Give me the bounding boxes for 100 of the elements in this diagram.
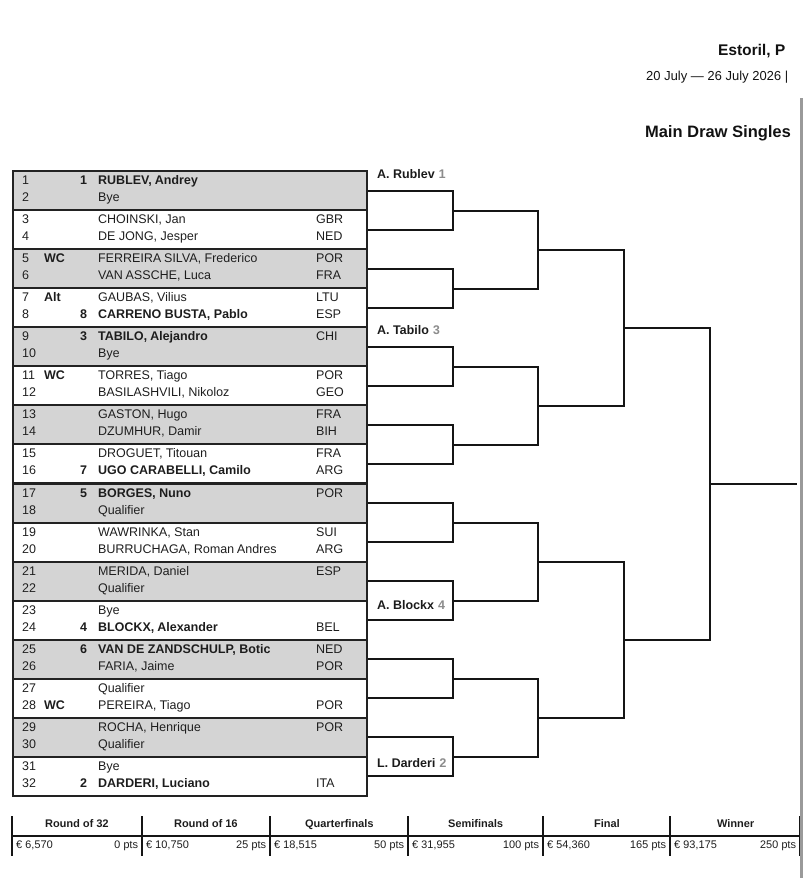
player-name: Qualifier — [98, 581, 145, 596]
player-name: VAN DE ZANDSCHULP, Botic — [98, 642, 270, 657]
draw-position: 23 — [22, 603, 36, 618]
draw-position: 20 — [22, 542, 36, 557]
draw-position: 14 — [22, 424, 36, 439]
country-code: POR — [316, 251, 344, 266]
player-name: BURRUCHAGA, Roman Andres — [98, 542, 277, 557]
country-code: FRA — [316, 268, 341, 283]
draw-position: 17 — [22, 486, 36, 501]
draw-position: 22 — [22, 581, 36, 596]
draw-position: 16 — [22, 463, 36, 478]
country-code: ESP — [316, 564, 342, 579]
player-name: Bye — [98, 603, 120, 618]
seed-number: 7 — [80, 463, 87, 478]
draw-position: 13 — [22, 407, 36, 422]
country-code: ESP — [316, 307, 342, 322]
player-name: CARRENO BUSTA, Pablo — [98, 307, 248, 322]
draw-position: 7 — [22, 290, 29, 305]
prize-money: € 54,360 — [547, 839, 590, 852]
player-name: WAWRINKA, Stan — [98, 525, 200, 540]
country-code: ARG — [316, 542, 344, 557]
draw-position: 27 — [22, 681, 36, 696]
player-name: TABILO, Alejandro — [98, 329, 208, 344]
player-name: BORGES, Nuno — [98, 486, 192, 501]
player-name: VAN ASSCHE, Luca — [98, 268, 212, 283]
draw-position: 32 — [22, 776, 36, 791]
player-name: Bye — [98, 190, 120, 205]
player-name: UGO CARABELLI, Camilo — [98, 463, 251, 478]
draw-position: 3 — [22, 212, 29, 227]
player-name: Bye — [98, 759, 120, 774]
player-name: DZUMHUR, Damir — [98, 424, 202, 439]
player-name: GASTON, Hugo — [98, 407, 188, 422]
country-code: NED — [316, 642, 342, 657]
country-code: GBR — [316, 212, 344, 227]
country-code: FRA — [316, 407, 341, 422]
match-band — [12, 248, 368, 289]
seed-number: 2 — [80, 776, 87, 791]
ranking-points: 50 pts — [374, 839, 404, 852]
country-code: POR — [316, 486, 344, 501]
seed-number: 3 — [432, 323, 440, 338]
prize-money: € 93,175 — [674, 839, 717, 852]
match-band — [12, 404, 368, 445]
draw-position: 24 — [22, 620, 36, 635]
ranking-points: 250 pts — [760, 839, 796, 852]
draw-position: 11 — [22, 368, 35, 383]
match-band — [12, 443, 368, 484]
draw-position: 15 — [22, 446, 36, 461]
column-header: Quarterfinals — [305, 818, 374, 831]
prize-money: € 6,570 — [16, 839, 53, 852]
draw-position: 28 — [22, 698, 36, 713]
draw-position: 31 — [22, 759, 36, 774]
draw-position: 29 — [22, 720, 36, 735]
match-band — [12, 717, 368, 758]
winner-name: A. Tabilo — [377, 323, 429, 338]
player-name: ROCHA, Henrique — [98, 720, 201, 735]
seed-number: 3 — [80, 329, 87, 344]
draw-position: 25 — [22, 642, 36, 657]
seed-number: 2 — [439, 756, 446, 771]
ranking-points: 100 pts — [502, 839, 539, 852]
player-name: Qualifier — [98, 681, 145, 696]
draw-title: Main Draw Singles — [645, 122, 791, 142]
seed-number: 6 — [80, 642, 87, 657]
match-band — [12, 170, 368, 211]
prize-money: € 31,955 — [412, 839, 455, 852]
player-name: Bye — [98, 346, 120, 361]
player-name: DROGUET, Titouan — [98, 446, 208, 461]
draw-position: 10 — [22, 346, 36, 361]
draw-position: 30 — [22, 737, 36, 752]
match-band — [12, 365, 368, 406]
entry-type: WC — [44, 251, 65, 266]
draw-position: 12 — [22, 385, 36, 400]
player-name: CHOINSKI, Jan — [98, 212, 186, 227]
seed-number: 4 — [438, 598, 445, 613]
draw-position: 19 — [22, 525, 36, 540]
country-code: POR — [316, 720, 344, 735]
draw-position: 4 — [22, 229, 29, 244]
match-band — [12, 522, 368, 563]
entry-type: WC — [44, 698, 65, 713]
match-band — [12, 483, 368, 524]
draw-position: 26 — [22, 659, 36, 674]
column-header: Final — [594, 818, 620, 831]
player-name: PEREIRA, Tiago — [98, 698, 190, 713]
country-code: NED — [316, 229, 342, 244]
player-name: GAUBAS, Vilius — [98, 290, 187, 305]
prize-money: € 10,750 — [146, 839, 189, 852]
player-name: TORRES, Tiago — [98, 368, 188, 383]
country-code: GEO — [316, 385, 344, 400]
match-band — [12, 326, 368, 367]
column-header: Semifinals — [448, 818, 504, 831]
seed-number: 5 — [80, 486, 87, 501]
winner-name: A. Blockx — [377, 598, 434, 613]
country-code: LTU — [316, 290, 339, 305]
draw-position: 18 — [22, 503, 36, 518]
ranking-points: 0 pts — [114, 839, 138, 852]
column-header: Winner — [717, 818, 754, 831]
match-band — [12, 639, 368, 680]
match-band — [12, 678, 368, 719]
column-header: Round of 32 — [45, 818, 109, 831]
column-header: Round of 16 — [174, 818, 238, 831]
draw-position: 5 — [22, 251, 29, 266]
